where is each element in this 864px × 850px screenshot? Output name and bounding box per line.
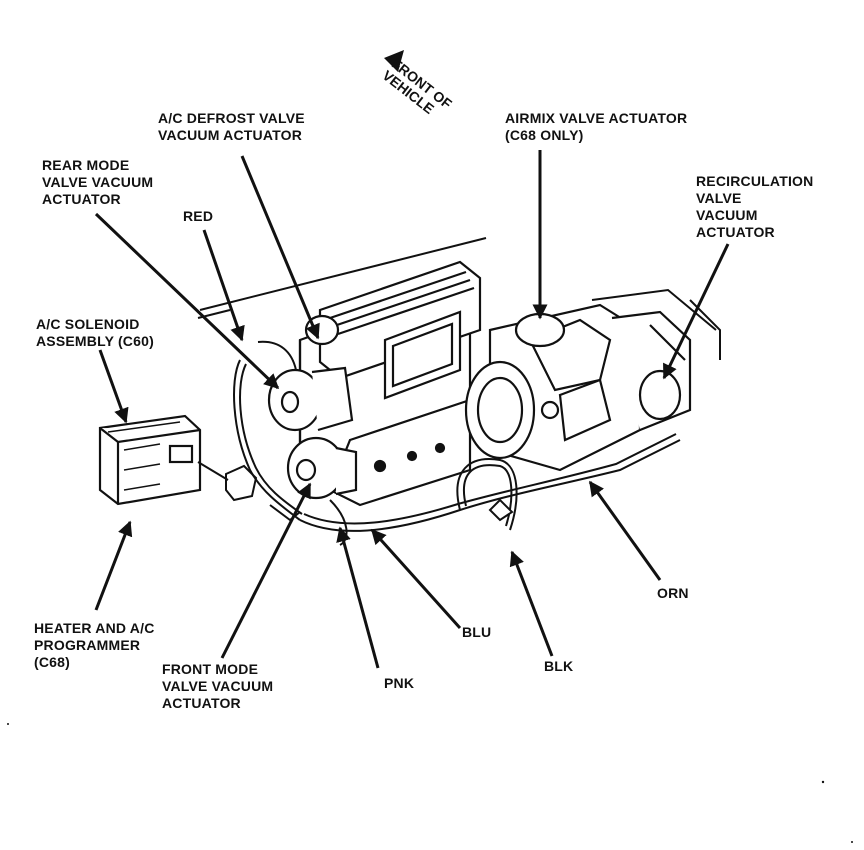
label-line: REAR MODE	[42, 157, 130, 173]
label-line: HEATER AND A/C	[34, 620, 155, 636]
leader-front-mode	[220, 482, 312, 659]
leader-solenoid	[98, 349, 129, 424]
label-line: VALVE VACUUM	[42, 174, 154, 190]
label-programmer: HEATER AND A/C PROGRAMMER (C68)	[34, 620, 155, 671]
label-line: ASSEMBLY (C60)	[36, 333, 154, 349]
label-line: A/C DEFROST VALVE	[158, 110, 305, 126]
leader-blk	[509, 550, 554, 657]
leader-pnk	[336, 526, 380, 669]
label-ac-defrost: A/C DEFROST VALVE VACUUM ACTUATOR	[158, 110, 305, 144]
leader-arrows	[94, 150, 730, 669]
label-airmix: AIRMIX VALVE ACTUATOR (C68 ONLY)	[505, 110, 687, 144]
leader-recirc	[662, 243, 730, 380]
label-blu: BLU	[462, 624, 491, 641]
label-pnk: PNK	[384, 675, 414, 692]
label-line: ACTUATOR	[42, 191, 121, 207]
label-line: ORN	[657, 585, 689, 601]
label-line: VALVE VACUUM	[162, 678, 274, 694]
leader-blu	[370, 528, 462, 630]
leader-ac-defrost	[240, 155, 320, 340]
label-blk: BLK	[544, 658, 573, 675]
label-front-mode: FRONT MODE VALVE VACUUM ACTUATOR	[162, 661, 273, 712]
label-line: ACTUATOR	[162, 695, 241, 711]
label-line: (C68)	[34, 654, 71, 670]
label-line: RED	[183, 208, 214, 224]
label-line: RECIRCULATION	[696, 173, 814, 189]
label-line: AIRMIX VALVE ACTUATOR	[505, 110, 688, 126]
label-red: RED	[183, 208, 213, 225]
label-line: A/C SOLENOID	[36, 316, 140, 332]
label-line: VACUUM ACTUATOR	[158, 127, 303, 143]
label-line: PNK	[384, 675, 415, 691]
recirc-actuator-shape	[638, 369, 682, 421]
label-solenoid: A/C SOLENOID ASSEMBLY (C60)	[36, 316, 154, 350]
vacuum-hoses	[233, 340, 681, 546]
programmer-box	[98, 414, 202, 506]
connector-plug	[197, 461, 258, 502]
label-line: (C68 ONLY)	[505, 127, 584, 143]
label-orn: ORN	[657, 585, 689, 602]
label-recirculation: RECIRCULATION VALVE VACUUM ACTUATOR	[696, 173, 813, 241]
label-line: BLU	[462, 624, 492, 640]
label-line: FRONT MODE	[162, 661, 259, 677]
leader-orn	[588, 480, 662, 581]
label-rear-mode: REAR MODE VALVE VACUUM ACTUATOR	[42, 157, 153, 208]
scan-specks	[7, 723, 853, 843]
label-line: ACTUATOR	[696, 224, 775, 240]
label-line: VACUUM	[696, 207, 758, 223]
leader-rear-mode	[94, 212, 280, 390]
hvac-housing	[298, 260, 482, 507]
label-line: PROGRAMMER	[34, 637, 141, 653]
airmix-actuator-shape	[514, 312, 566, 348]
leader-programmer	[94, 520, 133, 611]
label-line: VALVE	[696, 190, 742, 206]
front-arrow-icon	[384, 50, 404, 72]
label-line: BLK	[544, 658, 574, 674]
leader-red	[202, 229, 245, 342]
